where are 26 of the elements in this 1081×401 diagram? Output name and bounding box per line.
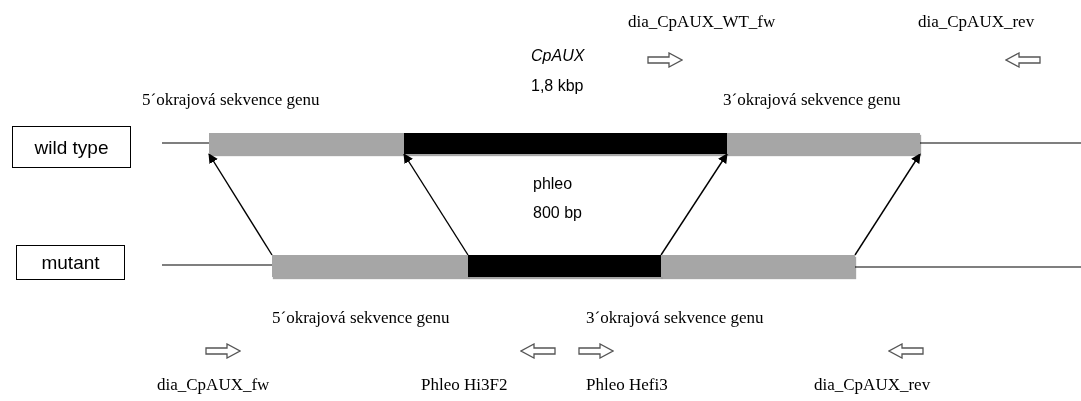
segment-caption: 5´okrajová sekvence genu [142, 89, 320, 111]
gene-segment-bar [468, 255, 661, 277]
segment-caption: phleo [533, 174, 573, 194]
segment-caption: CpAUX [531, 46, 585, 66]
segment-caption: 5´okrajová sekvence genu [272, 307, 450, 329]
primer-name: dia_CpAUX_rev [814, 374, 931, 396]
primer-name: dia_CpAUX_fw [157, 374, 270, 396]
gene-segment-bar [209, 133, 404, 154]
gene-segment-bar [404, 133, 727, 154]
primer-name: Phleo Hefi3 [586, 374, 668, 396]
segment-caption: 3´okrajová sekvence genu [723, 89, 901, 111]
gene-segment-bar [727, 133, 920, 154]
segment-caption: 3´okrajová sekvence genu [586, 307, 764, 329]
label-box: mutant [16, 245, 125, 280]
arrow [208, 153, 273, 256]
primer-name: Phleo Hi3F2 [421, 374, 508, 396]
segment-caption: 1,8 kbp [531, 76, 584, 96]
gene-segment-bar [661, 255, 855, 277]
primer-name: dia_CpAUX_rev [918, 11, 1035, 33]
arrow [854, 153, 921, 256]
label-box: wild type [12, 126, 131, 168]
arrow [403, 153, 469, 256]
arrow [660, 153, 728, 256]
gene-segment-bar [272, 255, 468, 277]
primer-name: dia_CpAUX_WT_fw [628, 11, 776, 33]
segment-caption: 800 bp [533, 203, 582, 223]
